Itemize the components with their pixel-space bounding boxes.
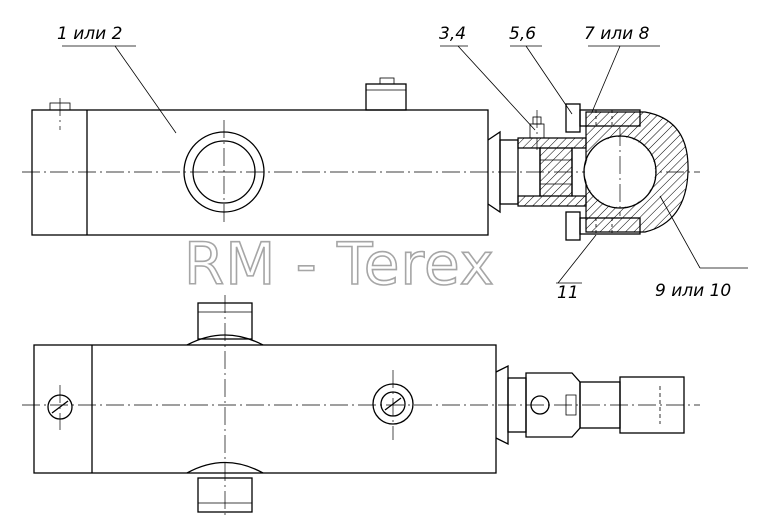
- top-view: [22, 77, 700, 241]
- bottom-view: [22, 295, 700, 518]
- top-port-fitting: [365, 83, 407, 111]
- rod-gland: [499, 139, 519, 205]
- watermark: RM - Terex: [184, 230, 495, 298]
- bolt-shank-top: [579, 109, 641, 127]
- label-part-5-6: 5,6: [509, 24, 536, 44]
- label-part-11: 11: [557, 283, 579, 303]
- bolt-shank-bottom: [579, 217, 641, 235]
- bolt-head-bottom: [565, 211, 581, 241]
- rod-extension: [619, 376, 685, 434]
- cylinder-body: [31, 109, 489, 236]
- label-part-9-10: 9 или 10: [655, 281, 731, 301]
- label-part-1-2: 1 или 2: [57, 24, 122, 44]
- leader-lines: [62, 45, 748, 284]
- label-part-7-8: 7 или 8: [584, 24, 650, 44]
- cylinder-body-lower: [33, 344, 497, 474]
- clevis-bore: [539, 147, 573, 197]
- label-part-3-4: 3,4: [439, 24, 466, 44]
